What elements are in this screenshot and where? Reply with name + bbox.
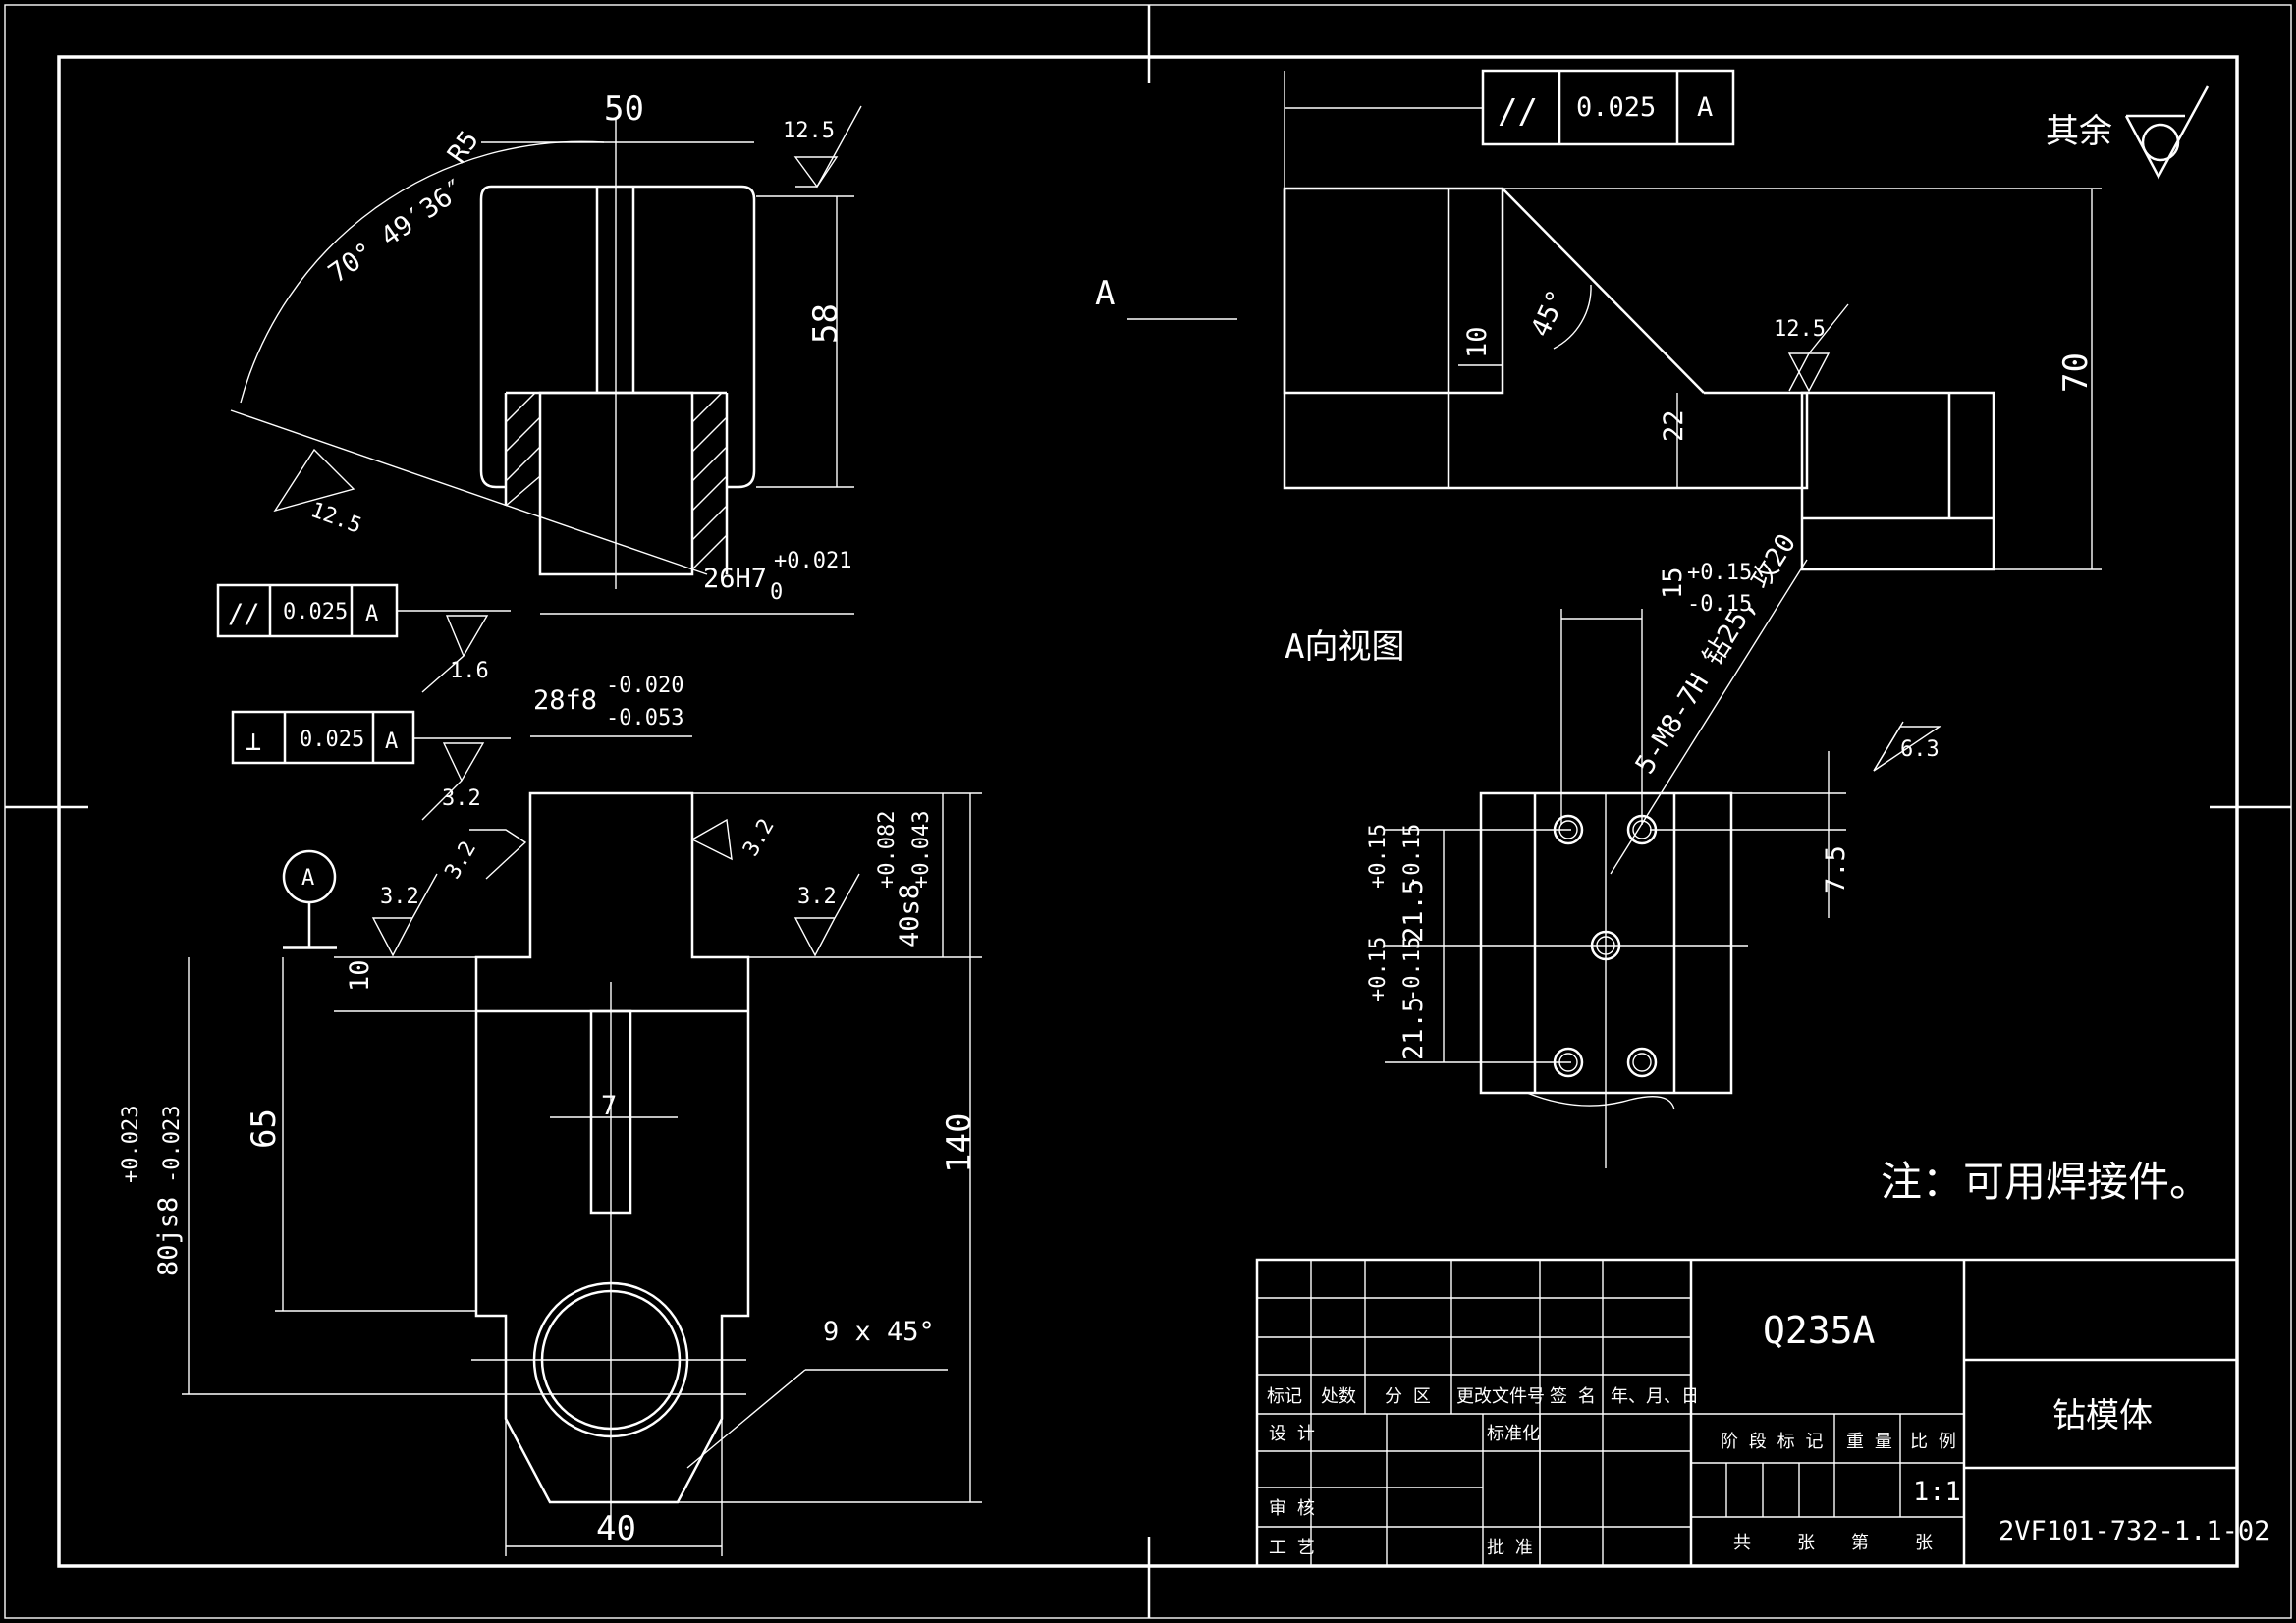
roughness-3-2-a: 3.2 xyxy=(442,786,481,811)
dim-21-5-a-upper: +0.15 xyxy=(1366,824,1391,889)
section-hatching xyxy=(505,392,728,570)
a-direction-view: A向视图 15 +0.15 -0.15 5-M8-7H 钻25, 攻20 6.3… xyxy=(1285,528,2211,1206)
tb-header-1: 处数 xyxy=(1321,1386,1356,1407)
dim-angle: 70° 49′36″ xyxy=(323,173,471,290)
note: 注：可用焊接件。 xyxy=(1881,1158,2211,1206)
tb-part-name: 钻模体 xyxy=(2052,1396,2153,1435)
roughness-6-3: 6.3 xyxy=(1900,737,1940,762)
roughness-3-2-d: 3.2 xyxy=(380,885,419,909)
dim-50: 50 xyxy=(604,89,644,129)
tb-header-3: 更改文件号 xyxy=(1456,1386,1545,1407)
shaft-upper: -0.020 xyxy=(606,674,683,698)
tb-header-5: 年、月、日 xyxy=(1611,1386,1699,1407)
datum-a-label: A xyxy=(301,866,314,891)
bore-lower: 0 xyxy=(770,580,783,605)
roughness-3-2-e: 3.2 xyxy=(797,885,837,909)
tb-sheet-3: 张 xyxy=(1915,1533,1933,1553)
svg-text:A: A xyxy=(1697,92,1713,123)
dim-80js8-lower: -0.023 xyxy=(160,1106,185,1183)
bore-upper: +0.021 xyxy=(774,549,851,573)
fcf-parallel-2: // 0.025 A xyxy=(1284,69,1735,189)
tb-process: 工 艺 xyxy=(1269,1538,1315,1558)
drawing-frame xyxy=(4,4,2292,1619)
dim-21-5-a: 21.5 xyxy=(1398,879,1429,943)
fcf-perpendicular: ⊥ 0.025 A xyxy=(231,710,511,765)
svg-text:0.025: 0.025 xyxy=(1576,92,1656,123)
tb-sheet-2: 第 xyxy=(1851,1533,1869,1553)
svg-text:0.025: 0.025 xyxy=(300,728,364,752)
dim-40s8-lower: +0.043 xyxy=(909,811,934,889)
chamfer: 9 x 45° xyxy=(823,1317,935,1347)
tb-sheet-0: 共 xyxy=(1733,1533,1751,1553)
tb-scale-value: 1:1 xyxy=(1913,1477,1961,1507)
rest-label: 其余 xyxy=(2046,112,2112,151)
svg-text:0.025: 0.025 xyxy=(283,600,348,624)
tb-stage: 阶 段 标 记 xyxy=(1721,1432,1824,1452)
tb-material: Q235A xyxy=(1763,1309,1876,1352)
dim-70: 70 xyxy=(2056,352,2096,393)
roughness-slope: 12.5 xyxy=(307,498,364,539)
dim-40: 40 xyxy=(596,1509,636,1548)
tb-drawing-number: 2VF101-732-1.1-02 xyxy=(1998,1516,2269,1546)
fcf-parallel-1: // 0.025 A xyxy=(216,583,511,638)
left-bottom-view: 28f8 -0.020 -0.053 3.2 3.2 3.2 3.2 A 40s… xyxy=(119,674,982,1556)
dim-21-5-b-lower: -0.15 xyxy=(1400,937,1425,1001)
roughness-12-5-r: 12.5 xyxy=(1774,317,1826,342)
roughness-3-2-c: 3.2 xyxy=(738,815,780,861)
tb-standardize: 标准化 xyxy=(1487,1424,1540,1444)
bore-fit: 26H7 xyxy=(703,564,767,594)
dim-21-5-b-upper: +0.15 xyxy=(1366,937,1391,1001)
right-top-view: // 0.025 A 其余 A 10 45° 22 12.5 70 xyxy=(1095,69,2210,571)
view-arrow-a: A xyxy=(1095,274,1115,313)
dim-40s8-upper: +0.082 xyxy=(875,811,900,889)
tb-weight: 重 量 xyxy=(1846,1432,1892,1452)
dim-21-5-b: 21.5 xyxy=(1398,997,1429,1060)
dim-22: 22 xyxy=(1659,409,1689,442)
title-block: 标记 处数 分 区 更改文件号 签 名 年、月、日 设 计 标准化 审 核 工 … xyxy=(1255,1258,2269,1568)
dim-65: 65 xyxy=(245,1109,284,1149)
tb-header-0: 标记 xyxy=(1267,1386,1302,1407)
tb-scale-label: 比 例 xyxy=(1910,1432,1956,1452)
view-title: A向视图 xyxy=(1285,627,1404,667)
roughness-3-2-b: 3.2 xyxy=(441,838,482,884)
dim-80js8-upper: +0.023 xyxy=(119,1106,143,1183)
dim-140: 140 xyxy=(940,1113,979,1173)
dim-10: 10 xyxy=(345,959,375,992)
angle-45: 45° xyxy=(1525,286,1573,342)
dim-15: 15 xyxy=(1658,567,1688,599)
dim-21-5-a-lower: -0.15 xyxy=(1400,824,1425,889)
svg-text://: // xyxy=(1498,92,1538,132)
roughness-top: 12.5 xyxy=(783,119,835,143)
dim-15-lower: -0.15 xyxy=(1687,592,1752,617)
svg-text:A: A xyxy=(385,730,398,754)
tb-design: 设 计 xyxy=(1269,1424,1315,1444)
svg-text://: // xyxy=(228,599,260,629)
roughness-1-6: 1.6 xyxy=(450,659,489,683)
svg-text:A: A xyxy=(365,602,378,626)
tb-sheet-1: 张 xyxy=(1797,1533,1815,1553)
svg-text:⊥: ⊥ xyxy=(246,727,261,757)
tb-header-2: 分 区 xyxy=(1385,1386,1431,1407)
dim-7-5: 7.5 xyxy=(1821,845,1851,893)
dim-80js8: 80js8 xyxy=(153,1197,184,1276)
shaft-fit: 28f8 xyxy=(533,685,597,716)
shaft-lower: -0.053 xyxy=(606,706,683,730)
dim-r5: R5 xyxy=(442,126,485,169)
dim-10-r: 10 xyxy=(1462,326,1493,358)
tb-approve: 批 准 xyxy=(1487,1538,1533,1558)
dim-58: 58 xyxy=(806,303,846,344)
dim-7: 7 xyxy=(601,1091,617,1121)
tb-header-4: 签 名 xyxy=(1550,1386,1596,1407)
dim-40s8: 40s8 xyxy=(895,884,925,947)
dim-15-upper: +0.15 xyxy=(1687,561,1752,585)
tb-review: 审 核 xyxy=(1269,1498,1315,1519)
